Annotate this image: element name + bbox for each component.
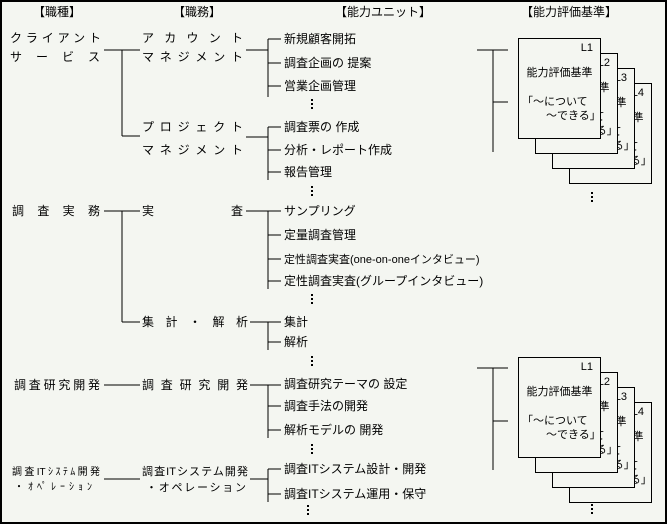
ability-unit-item: 調査ITシステム運用・保守 <box>284 487 427 501</box>
bracket-project-management <box>246 126 281 180</box>
ability-unit-item: 解析モデルの 開発 <box>284 423 384 437</box>
ability-unit-item: 調査手法の開発 <box>284 399 369 413</box>
header-evaluation-standard: 【能力評価基準】 <box>520 5 617 19</box>
card-quote-line2: ～できる」 <box>546 110 601 122</box>
evaluation-card-l1: L1 能力評価基準 「～について ～できる」 <box>518 38 601 139</box>
ability-unit-item: 定性調査実査(グループインタビュー) <box>284 274 484 288</box>
ability-unit-item: 調査ITシステム設計・開発 <box>284 462 427 476</box>
connector-evaluation-bottom <box>477 367 508 470</box>
card-quote-line1: 「～について <box>522 415 588 427</box>
ability-unit-item: 新規顧客開拓 <box>284 32 357 46</box>
ability-unit-item: 調査企画の 提案 <box>284 56 372 70</box>
ability-unit-item: 定性調査実査(one-on-oneインタビュー) <box>284 254 480 266</box>
job-duty-it-ops-line1: 調査ITシステム開発 <box>142 466 248 478</box>
job-duty-it-ops-line2: ・オペレーション <box>146 482 246 494</box>
vertical-ellipsis-tabulation-analysis <box>311 356 313 366</box>
ability-unit-item: 解析 <box>284 335 309 349</box>
card-title: 能力評価基準 <box>526 386 593 398</box>
job-duty-account-management-line2: マネジメント <box>142 50 243 64</box>
bracket-fieldwork <box>246 210 281 289</box>
header-job-duty: 【職務】 <box>172 5 221 19</box>
job-duty-account-management-line1: アカウント <box>142 31 243 45</box>
bracket-tabulation-analysis <box>250 321 281 350</box>
header-ability-unit: 【能力ユニット】 <box>335 5 432 19</box>
bracket-research-rnd <box>250 384 281 438</box>
vertical-ellipsis-account-management <box>311 99 313 109</box>
vertical-ellipsis-it-ops <box>307 505 309 515</box>
bracket-it-ops <box>250 468 281 502</box>
connector-research-practice <box>104 210 140 323</box>
job-category-it-ops-line1: 調査ITｼｽﾃﾑ開発 <box>12 467 100 478</box>
card-title: 能力評価基準 <box>526 67 593 79</box>
ability-unit-item: 定量調査管理 <box>284 228 357 242</box>
card-level-label: L4 <box>631 87 644 99</box>
card-level-label: L1 <box>580 42 593 54</box>
ability-unit-item: 営業企画管理 <box>284 79 357 93</box>
job-category-research-rnd: 調査研究開発 <box>14 378 100 392</box>
job-category-client-service-line1: クライアント <box>10 31 101 45</box>
job-category-client-service-line2: サービス <box>10 50 100 64</box>
evaluation-card-l1: L1 能力評価基準 「～について ～できる」 <box>518 357 601 458</box>
job-duty-fieldwork: 実査 <box>142 204 243 218</box>
job-category-research-practice: 調査実務 <box>12 204 100 218</box>
ability-unit-item: 集計 <box>284 315 309 329</box>
ability-unit-item: サンプリング <box>284 204 356 218</box>
ability-unit-item: 分析・レポート作成 <box>284 143 393 157</box>
ability-unit-item: 報告管理 <box>284 165 333 179</box>
connector-evaluation-top <box>477 49 508 152</box>
job-duty-project-management-line1: プロジェクト <box>142 120 243 134</box>
vertical-ellipsis-research-rnd <box>311 444 313 454</box>
vertical-ellipsis-fieldwork <box>311 294 313 304</box>
ability-unit-item: 調査研究テーマの 設定 <box>284 377 408 391</box>
job-duty-project-management-line2: マネジメント <box>142 143 243 157</box>
connector-client-service <box>104 49 140 137</box>
header-job-category: 【職種】 <box>32 5 81 19</box>
vertical-ellipsis-cards-bottom <box>591 504 593 514</box>
card-level-label: L1 <box>580 361 593 373</box>
card-level-label: L3 <box>614 391 627 403</box>
job-category-it-ops-line2: ・ｵﾍﾟﾚｰｼｮﾝ <box>14 482 96 493</box>
job-duty-tabulation-analysis: 集計・解析 <box>142 315 248 329</box>
job-duty-research-rnd: 調査研究開発 <box>142 378 248 392</box>
ability-unit-item: 調査票の 作成 <box>284 120 360 134</box>
card-quote-line2: ～できる」 <box>546 429 601 441</box>
card-level-label: L3 <box>614 72 627 84</box>
bracket-account-management <box>246 38 281 97</box>
vertical-ellipsis-cards-top <box>591 192 593 202</box>
card-level-label: L2 <box>597 57 610 69</box>
card-level-label: L4 <box>631 406 644 418</box>
card-level-label: L2 <box>597 376 610 388</box>
card-quote-line1: 「～について <box>522 96 588 108</box>
vertical-ellipsis-project-management <box>311 186 313 196</box>
